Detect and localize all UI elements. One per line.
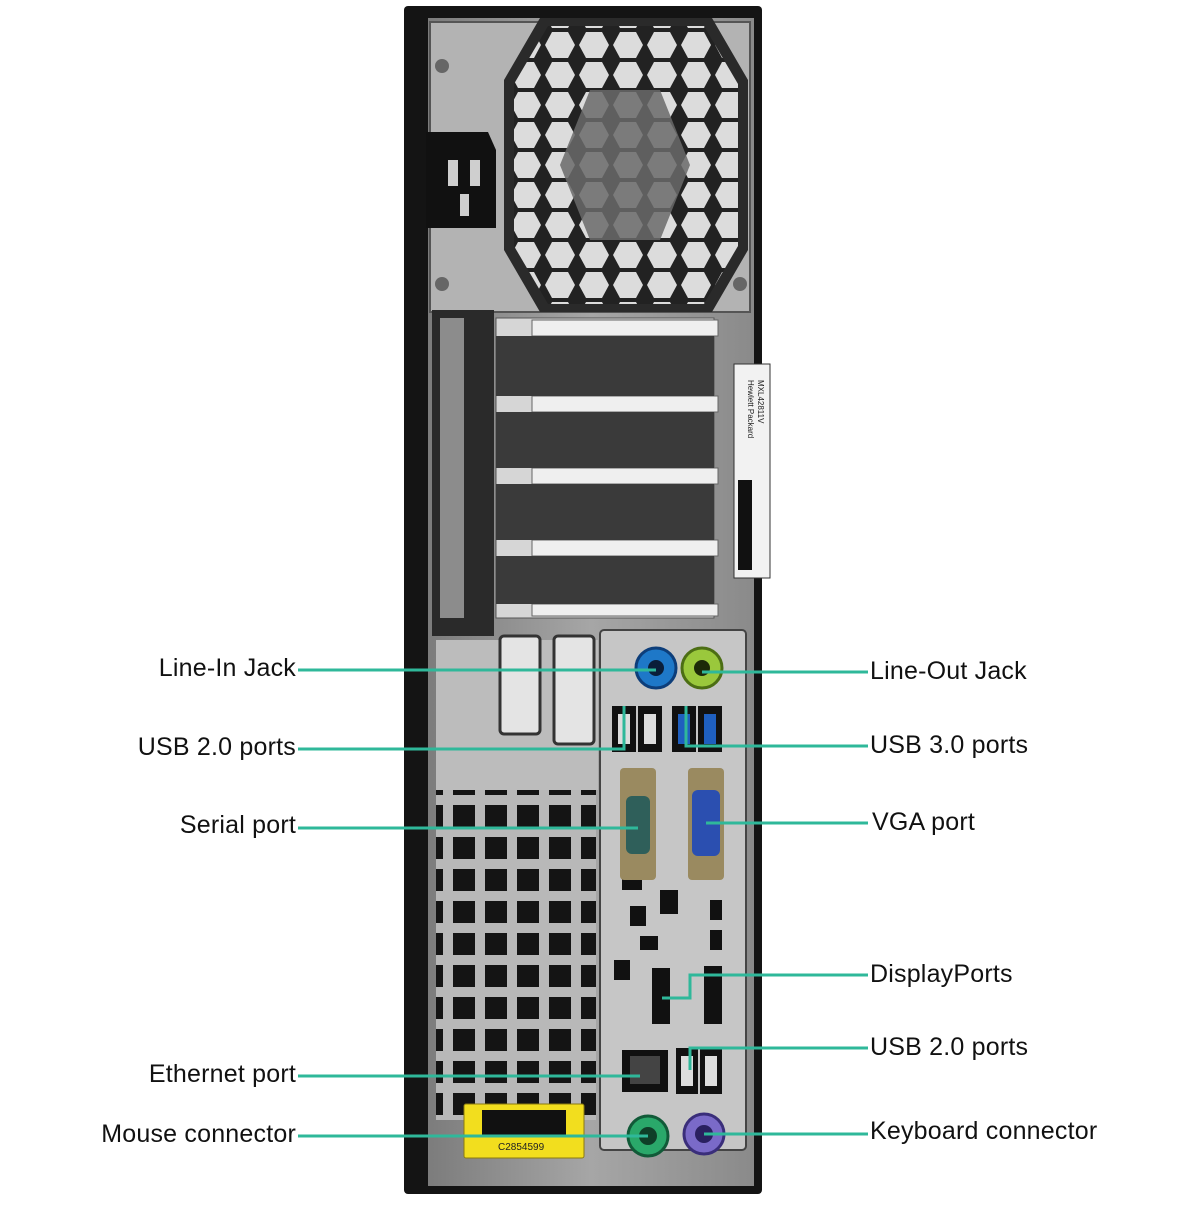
label-line-in-jack: Line-In Jack bbox=[158, 654, 296, 682]
label-displayports: DisplayPorts bbox=[870, 960, 1013, 988]
label-vga-port: VGA port bbox=[872, 808, 976, 836]
leader-usb3-ports bbox=[684, 706, 868, 748]
bottom-barcode-sticker: C2854599 bbox=[463, 1103, 585, 1159]
lower-vent bbox=[436, 790, 596, 1120]
side-serial-sticker: MXL42811V Hewlett Packard bbox=[733, 363, 771, 579]
label-keyboard-connector: Keyboard connector bbox=[870, 1117, 1098, 1145]
side-label-brand: Hewlett Packard bbox=[746, 380, 755, 438]
label-mouse-connector: Mouse connector bbox=[101, 1120, 296, 1148]
displayports-port bbox=[652, 966, 722, 1024]
leader-usb2-ports-top bbox=[298, 706, 626, 751]
leader-usb2-ports-bottom bbox=[688, 1046, 868, 1070]
ethernet-port-connector bbox=[622, 1050, 668, 1092]
label-usb2-ports-top: USB 2.0 ports bbox=[137, 733, 296, 761]
label-ethernet-port: Ethernet port bbox=[148, 1060, 296, 1088]
power-inlet-icon bbox=[426, 132, 496, 228]
bottom-label-text: C2854599 bbox=[498, 1142, 545, 1153]
label-line-out-jack: Line-Out Jack bbox=[870, 657, 1027, 685]
label-usb3-ports: USB 3.0 ports bbox=[870, 731, 1029, 759]
serial-port-connector bbox=[620, 768, 656, 880]
usb2-ports-bottom-port bbox=[676, 1048, 722, 1094]
expansion-slots bbox=[432, 310, 719, 636]
label-serial-port: Serial port bbox=[179, 811, 296, 839]
side-label-text: MXL42811V bbox=[756, 380, 765, 424]
label-usb2-ports-bottom: USB 2.0 ports bbox=[870, 1033, 1029, 1061]
fan-grille bbox=[504, 18, 748, 312]
usb3-ports-port bbox=[672, 706, 722, 752]
leader-lines bbox=[298, 668, 868, 1138]
leader-displayports bbox=[662, 973, 868, 1000]
